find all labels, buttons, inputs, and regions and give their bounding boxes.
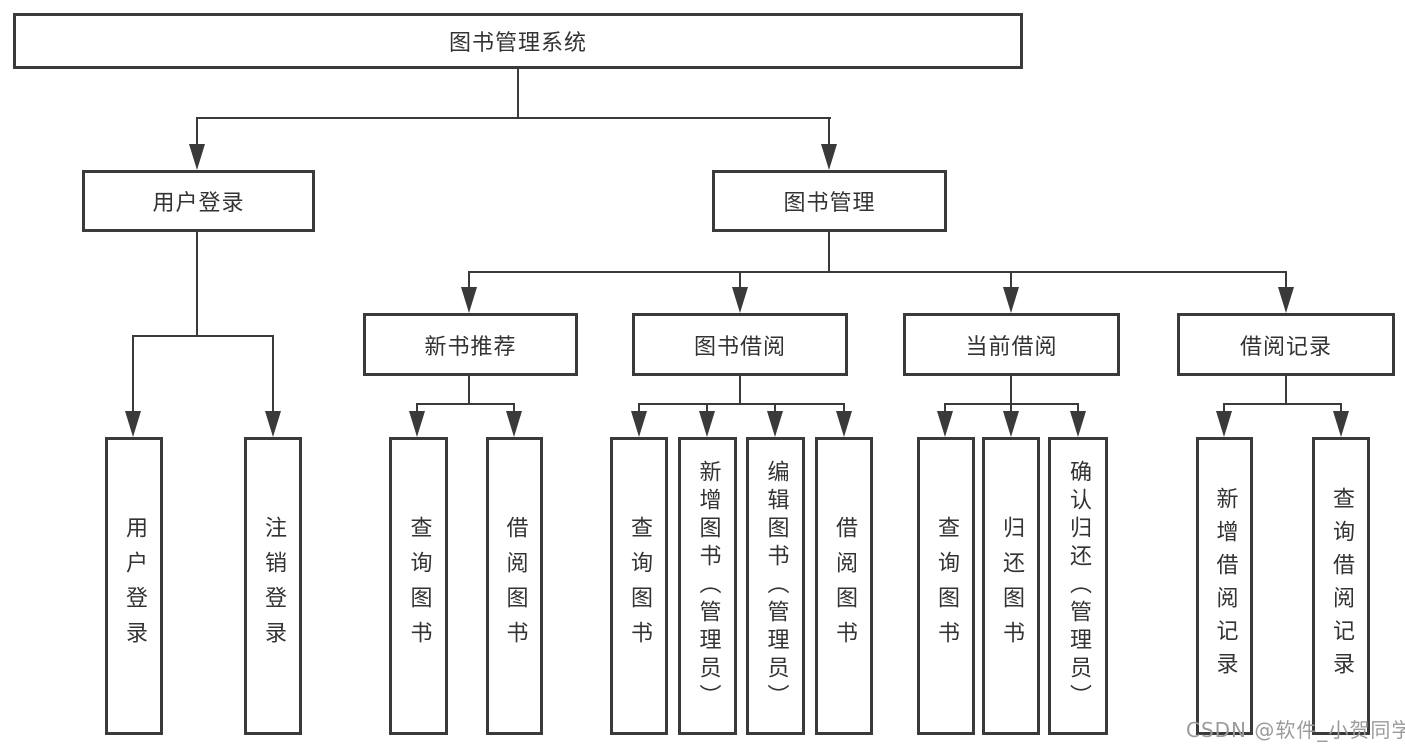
connector-drop-leaf (706, 403, 708, 415)
connector-drop-level2 (468, 271, 470, 291)
connector-bookborrow-split (639, 403, 845, 405)
connector-drop-leaf (132, 335, 134, 415)
csdn-watermark: CSDN @软件_小贺同学 (1186, 718, 1405, 742)
node-user-login: 用户登录 (82, 170, 315, 232)
connector-drop-user-login (196, 117, 198, 149)
arrow-down-icon (1216, 411, 1232, 437)
connector-drop-leaf (1340, 403, 1342, 415)
leaf-edit-book-admin: 编辑图书（管理员） (746, 437, 805, 735)
arrow-down-icon (506, 411, 522, 437)
connector-drop-level2 (1010, 271, 1012, 291)
leaf-logout: 注销登录 (244, 437, 302, 735)
connector-drop-leaf (272, 335, 274, 415)
connector-userlogin-stem (196, 232, 198, 337)
leaf-confirm-return-admin: 确认归还（管理员） (1048, 437, 1108, 735)
connector-drop-level2 (1285, 271, 1287, 291)
leaf-newbook-query-book: 查询图书 (389, 437, 448, 735)
connector-borrowrecord-stem (1285, 376, 1287, 405)
node-book-borrow: 图书借阅 (632, 313, 848, 376)
arrow-down-icon (1003, 287, 1019, 313)
arrow-down-icon (937, 411, 953, 437)
arrow-down-icon (125, 411, 141, 437)
node-library-system: 图书管理系统 (13, 13, 1023, 69)
connector-userlogin-split (133, 335, 274, 337)
node-current-borrow: 当前借阅 (903, 313, 1120, 376)
leaf-borrow-query-book: 查询图书 (610, 437, 668, 735)
connector-drop-leaf (513, 403, 515, 415)
node-borrow-record: 借阅记录 (1177, 313, 1395, 376)
connector-root-split (197, 117, 831, 119)
leaf-return-book: 归还图书 (982, 437, 1040, 735)
connector-drop-level2 (739, 271, 741, 291)
arrow-down-icon (631, 411, 647, 437)
leaf-borrow-book: 借阅图书 (815, 437, 873, 735)
arrow-down-icon (1278, 287, 1294, 313)
leaf-newbook-borrow-book: 借阅图书 (486, 437, 543, 735)
leaf-add-book-admin: 新增图书（管理员） (678, 437, 737, 735)
connector-newbook-stem (468, 376, 470, 405)
arrow-down-icon (409, 411, 425, 437)
connector-drop-leaf (1077, 403, 1079, 415)
connector-currentborrow-stem (1010, 376, 1012, 405)
arrow-down-icon (767, 411, 783, 437)
leaf-current-query-book: 查询图书 (917, 437, 975, 735)
arrow-down-icon (265, 411, 281, 437)
connector-newbook-split (417, 403, 515, 405)
connector-bookborrow-stem (739, 376, 741, 405)
arrow-down-icon (189, 144, 205, 170)
connector-bookmgmt-split (469, 271, 1286, 273)
arrow-down-icon (461, 287, 477, 313)
connector-borrowrecord-split (1224, 403, 1342, 405)
leaf-user-login: 用户登录 (105, 437, 163, 735)
connector-drop-book-management (828, 117, 830, 149)
arrow-down-icon (1003, 411, 1019, 437)
connector-root-stem (517, 69, 519, 119)
connector-drop-leaf (638, 403, 640, 415)
arrow-down-icon (821, 144, 837, 170)
arrow-down-icon (699, 411, 715, 437)
connector-drop-leaf (843, 403, 845, 415)
connector-drop-leaf (774, 403, 776, 415)
connector-drop-leaf (1010, 403, 1012, 415)
leaf-query-borrow-record: 查询借阅记录 (1312, 437, 1370, 735)
connector-drop-leaf (416, 403, 418, 415)
arrow-down-icon (1070, 411, 1086, 437)
leaf-add-borrow-record: 新增借阅记录 (1196, 437, 1253, 735)
arrow-down-icon (1333, 411, 1349, 437)
node-new-book-recommend: 新书推荐 (363, 313, 578, 376)
connector-currentborrow-split (945, 403, 1079, 405)
connector-bookmgmt-stem (828, 232, 830, 273)
arrow-down-icon (836, 411, 852, 437)
arrow-down-icon (732, 287, 748, 313)
node-book-management: 图书管理 (712, 170, 947, 232)
connector-drop-leaf (944, 403, 946, 415)
connector-drop-leaf (1223, 403, 1225, 415)
